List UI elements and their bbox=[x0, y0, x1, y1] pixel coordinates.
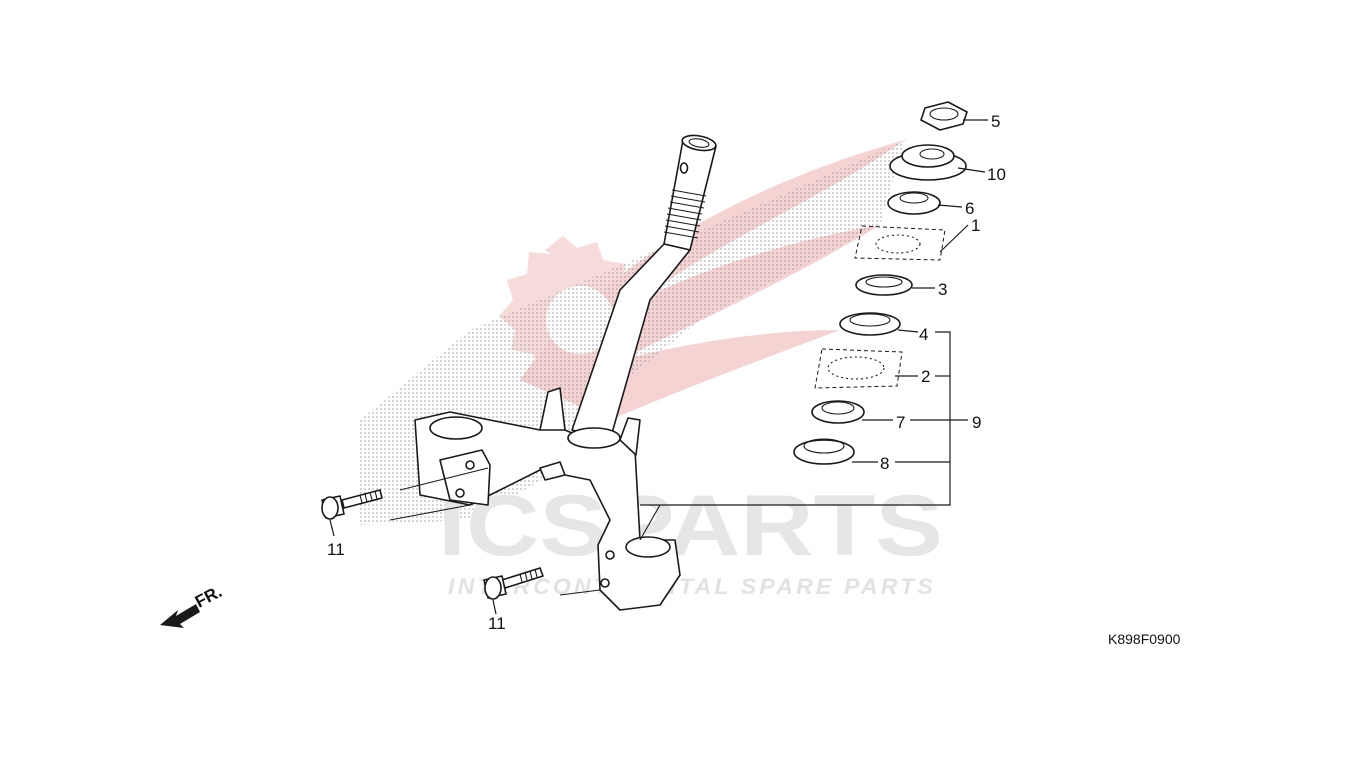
callout-2: 2 bbox=[921, 367, 930, 386]
part-2-steel-balls bbox=[814, 348, 903, 389]
callout-8: 8 bbox=[880, 454, 889, 473]
callout-10: 10 bbox=[987, 165, 1006, 184]
part-4-ball-race bbox=[839, 312, 901, 336]
callout-7: 7 bbox=[896, 413, 905, 432]
leader-lines bbox=[329, 119, 988, 615]
callout-labels: 5 10 6 1 3 4 2 7 8 9 11 11 bbox=[327, 112, 1006, 633]
watermark-brand: ICSPARTS bbox=[438, 478, 943, 574]
part-1-steel-balls bbox=[854, 225, 946, 261]
callout-6: 6 bbox=[965, 199, 974, 218]
part-7-bottom-race bbox=[811, 400, 865, 424]
callout-3: 3 bbox=[938, 280, 947, 299]
steering-bracket bbox=[389, 387, 681, 611]
callout-9: 9 bbox=[972, 413, 981, 432]
callout-5: 5 bbox=[991, 112, 1000, 131]
callout-11-lower: 11 bbox=[488, 614, 506, 633]
bolt-upper bbox=[321, 489, 383, 520]
part-3-upper-race bbox=[855, 274, 913, 296]
diagram-code: K898F0900 bbox=[1108, 631, 1181, 647]
part-8-cone-race bbox=[793, 438, 855, 465]
part-5-nut bbox=[920, 101, 968, 131]
callout-1: 1 bbox=[971, 216, 980, 235]
front-direction-indicator: FR. bbox=[160, 582, 225, 628]
part-6-washer bbox=[887, 191, 941, 215]
callout-11-upper: 11 bbox=[327, 540, 345, 559]
part-10-cone-nut bbox=[889, 144, 967, 181]
callout-4: 4 bbox=[919, 325, 928, 344]
arrow-left-icon bbox=[160, 604, 200, 628]
bolt-lower bbox=[483, 567, 544, 600]
